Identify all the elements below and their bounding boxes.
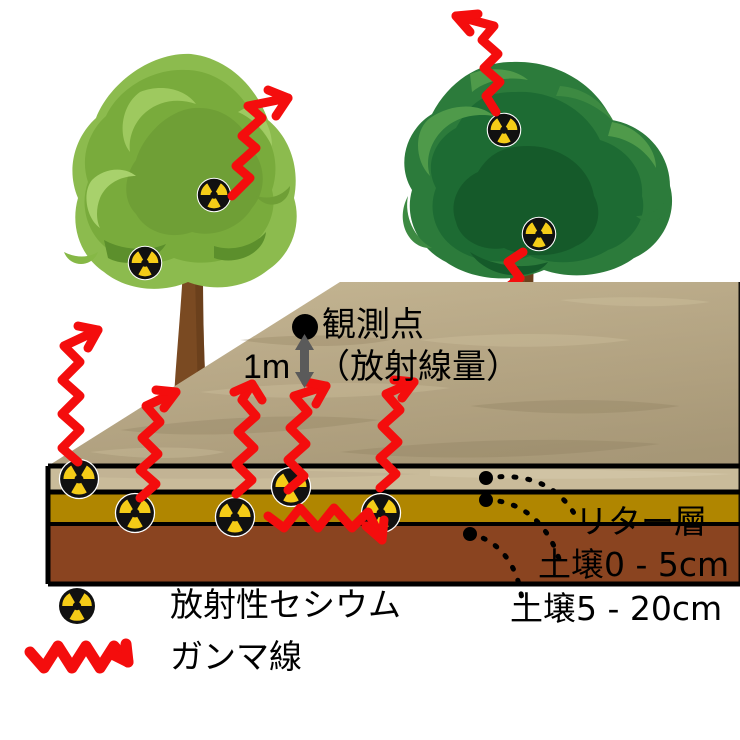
gamma-ray-soil-4 — [283, 381, 331, 495]
layer-label-soil-5-20: 土壌5 - 20cm — [510, 589, 723, 628]
observation-point-dot — [292, 314, 318, 340]
layer-dot-soil-5-20 — [463, 527, 477, 541]
tree-right — [402, 61, 673, 392]
gamma-ray-soil-1 — [57, 325, 103, 467]
front-face-soil-5-20 — [48, 524, 740, 584]
layer-dot-soil-0-5 — [479, 493, 493, 507]
gamma-ray-soil-horizontal — [263, 503, 387, 545]
tree-right-foliage — [402, 61, 673, 279]
gamma-ray-tree-left — [227, 85, 293, 201]
legend-trefoil-icon — [57, 586, 97, 626]
gamma-rays-from-soil — [57, 321, 419, 545]
observation-quantity-label: （放射線量） — [316, 347, 520, 387]
tree-left-foliage — [64, 53, 297, 289]
gamma-ray-soil-3 — [231, 379, 261, 499]
layer-label-litter: リター層 — [575, 502, 707, 541]
legend-label-gamma: ガンマ線 — [170, 637, 302, 676]
observation-height-label: 1m — [243, 348, 291, 386]
gamma-ray-soil-5 — [375, 377, 419, 493]
legend-gamma-ray-arrow-icon — [24, 638, 134, 674]
legend-label-cesium: 放射性セシウム — [170, 585, 401, 624]
layer-leader-lines — [467, 474, 581, 603]
ground-top-surface-overlay — [48, 282, 740, 466]
gamma-ray-soil-2 — [135, 387, 181, 503]
gamma-ray-tree-right-up — [451, 9, 505, 117]
observation-point-label: 観測点 — [322, 305, 424, 345]
leader-soil-5-20 — [467, 531, 525, 603]
layer-dot-litter — [479, 471, 493, 485]
layer-label-soil-0-5: 土壌0 - 5cm — [538, 545, 730, 584]
height-double-arrow-icon — [295, 334, 314, 388]
tree-left — [64, 53, 297, 396]
leader-litter — [483, 474, 581, 523]
tree-left-trunk-shadow — [195, 272, 206, 396]
